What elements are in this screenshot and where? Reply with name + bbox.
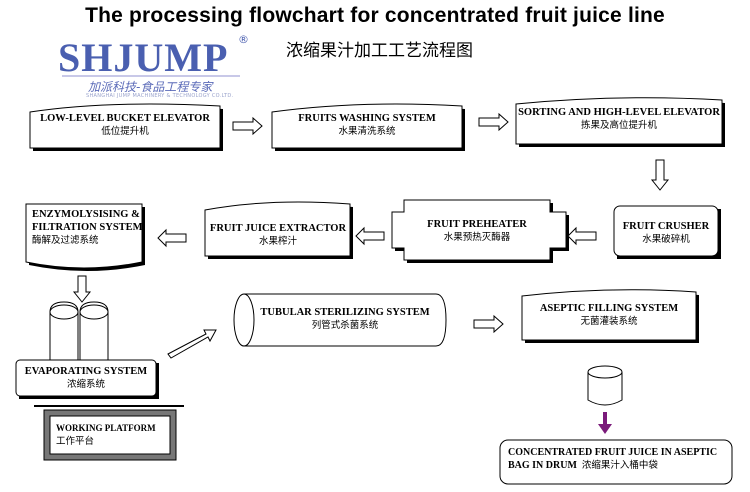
label-sterilizing-cn: 列管式杀菌系统 [311,320,379,331]
logo-brand: SHJUMP [58,35,229,80]
label-final-en-1: CONCENTRATED FRUIT JUICE IN ASEPTIC [508,447,718,458]
label-bucket-elevator: LOW-LEVEL BUCKET ELEVATOR 低位提升机 [32,112,218,138]
label-sorting-cn: 拣果及高位提升机 [580,120,657,131]
label-final: CONCENTRATED FRUIT JUICE IN ASEPTIC BAG … [508,446,730,472]
label-enzymolysis-en-1: ENZYMOLYSISING & [32,209,140,220]
label-filling-cn: 无菌灌装系统 [580,316,638,327]
box-bucket-elevator [29,103,223,151]
label-evaporating-cn: 浓缩系统 [66,379,105,390]
box-preheater [391,199,569,263]
arrow-preheater-to-extractor [355,226,385,246]
box-sterilizing [233,293,447,347]
label-preheater-cn: 水果预热灭酶器 [443,232,511,243]
box-washing [271,103,465,151]
label-enzymolysis-cn: 酶解及过滤系统 [32,235,99,246]
label-final-cn: 浓缩果汁入桶中袋 [581,460,658,471]
label-washing-cn: 水果清洗系统 [338,126,396,137]
label-preheater-en: FRUIT PREHEATER [427,219,527,230]
label-crusher: FRUIT CRUSHER 水果破碎机 [614,220,718,246]
box-crusher [613,205,721,259]
label-sterilizing-en: TUBULAR STERILIZING SYSTEM [260,307,430,318]
label-evaporating: EVAPORATING SYSTEM 浓缩系统 [18,365,154,391]
drum-icon [587,365,623,406]
label-final-line-2: BAG IN DRUM 浓缩果汁入桶中袋 [508,459,730,472]
label-crusher-en: FRUIT CRUSHER [622,221,710,232]
label-washing: FRUITS WASHING SYSTEM 水果清洗系统 [274,112,460,138]
box-evaporating [15,359,159,399]
label-platform-cn: 工作平台 [56,436,95,447]
box-sorting [515,97,725,147]
arrow-elevator-to-washing [232,116,263,136]
box-extractor [204,201,353,259]
logo-slogan-cn: 加派科技-食品工程专家 [88,80,213,94]
arrow-sorting-to-crusher [650,159,670,191]
label-final-en-2: BAG IN DRUM [508,460,577,471]
label-sorting: SORTING AND HIGH-LEVEL ELEVATOR 拣果及高位提升机 [518,106,720,132]
label-washing-en: FRUITS WASHING SYSTEM [298,113,436,124]
label-filling-en: ASEPTIC FILLING SYSTEM [539,303,679,314]
arrow-enzymolysis-to-evaporator [72,275,92,303]
arrow-evaporator-to-sterilizer [167,329,217,359]
diagram-title: The processing flowchart for concentrate… [85,4,665,27]
label-bucket-elevator-cn: 低位提升机 [101,126,149,137]
diagram-subtitle-cn: 浓缩果汁加工工艺流程图 [286,41,473,61]
evaporator-tanks-icon [49,301,109,361]
label-sterilizing: TUBULAR STERILIZING SYSTEM 列管式杀菌系统 [252,306,438,332]
box-final [499,439,733,485]
label-platform-en: WORKING PLATFORM [56,423,156,433]
label-extractor-cn: 水果榨汁 [258,236,297,247]
logo-underline [62,75,240,77]
box-filling [521,289,699,343]
logo-slogan-en: SHANGHAI JUMP MACHINERY & TECHNOLOGY CO.… [86,93,234,99]
label-bucket-elevator-en: LOW-LEVEL BUCKET ELEVATOR [40,113,210,124]
label-platform: WORKING PLATFORM 工作平台 [56,422,168,448]
arrow-sterilizer-to-filling [473,314,504,334]
arrow-extractor-to-enzymolysis [157,228,187,248]
arrow-crusher-to-preheater [567,226,597,246]
box-platform [43,409,177,461]
label-filling: ASEPTIC FILLING SYSTEM 无菌灌装系统 [524,302,694,328]
label-evaporating-en: EVAPORATING SYSTEM [24,366,148,377]
logo-registered-mark: ® [238,33,249,46]
label-crusher-cn: 水果破碎机 [642,234,690,245]
label-enzymolysis-en-2: FILTRATION SYSTEM [32,222,143,233]
label-enzymolysis: ENZYMOLYSISING & FILTRATION SYSTEM 酶解及过滤… [32,208,144,247]
label-sorting-en: SORTING AND HIGH-LEVEL ELEVATOR [518,107,720,118]
label-preheater: FRUIT PREHEATER 水果预热灭酶器 [404,218,550,244]
arrow-drum-to-final-head [598,424,612,434]
arrow-washing-to-sorting [478,112,509,132]
label-extractor-en: FRUIT JUICE EXTRACTOR [209,223,347,234]
label-extractor: FRUIT JUICE EXTRACTOR 水果榨汁 [206,222,350,248]
box-enzymolysis [25,203,145,271]
